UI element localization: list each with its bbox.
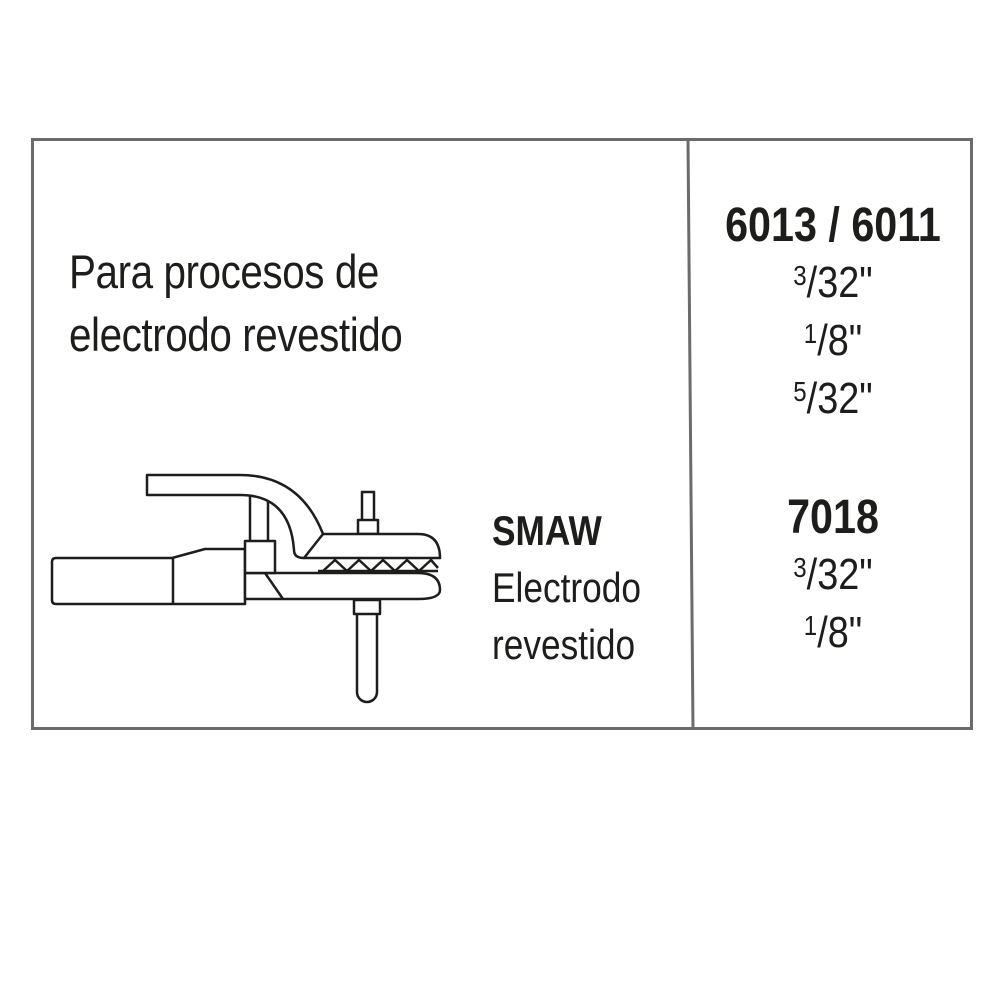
electrode-size: 3/32" xyxy=(793,550,873,599)
electrode-type: 7018 xyxy=(787,491,879,544)
title-line-1: Para procesos de xyxy=(69,245,379,298)
electrode-group-6013-6011: 6013 / 6011 3/32" 1/8" 5/32" xyxy=(713,198,954,428)
process-line-1: Electrodo xyxy=(492,564,642,611)
electrode-size: 5/32" xyxy=(793,374,873,423)
page-title: Para procesos de electrodo revestido xyxy=(69,240,403,366)
title-line-2: electrodo revestido xyxy=(69,308,403,361)
electrode-group-7018: 7018 3/32" 1/8" xyxy=(713,490,954,662)
process-line-2: revestido xyxy=(492,621,636,668)
process-label: SMAW Electrodo revestido xyxy=(492,502,641,673)
electrode-size: 3/32" xyxy=(793,258,873,307)
electrode-holder-icon xyxy=(50,473,442,704)
electrode-type: 6013 / 6011 xyxy=(725,199,941,252)
electrode-size: 1/8" xyxy=(803,316,863,365)
info-table-frame xyxy=(31,138,973,730)
process-code: SMAW xyxy=(492,507,602,554)
electrode-size: 1/8" xyxy=(803,608,863,657)
